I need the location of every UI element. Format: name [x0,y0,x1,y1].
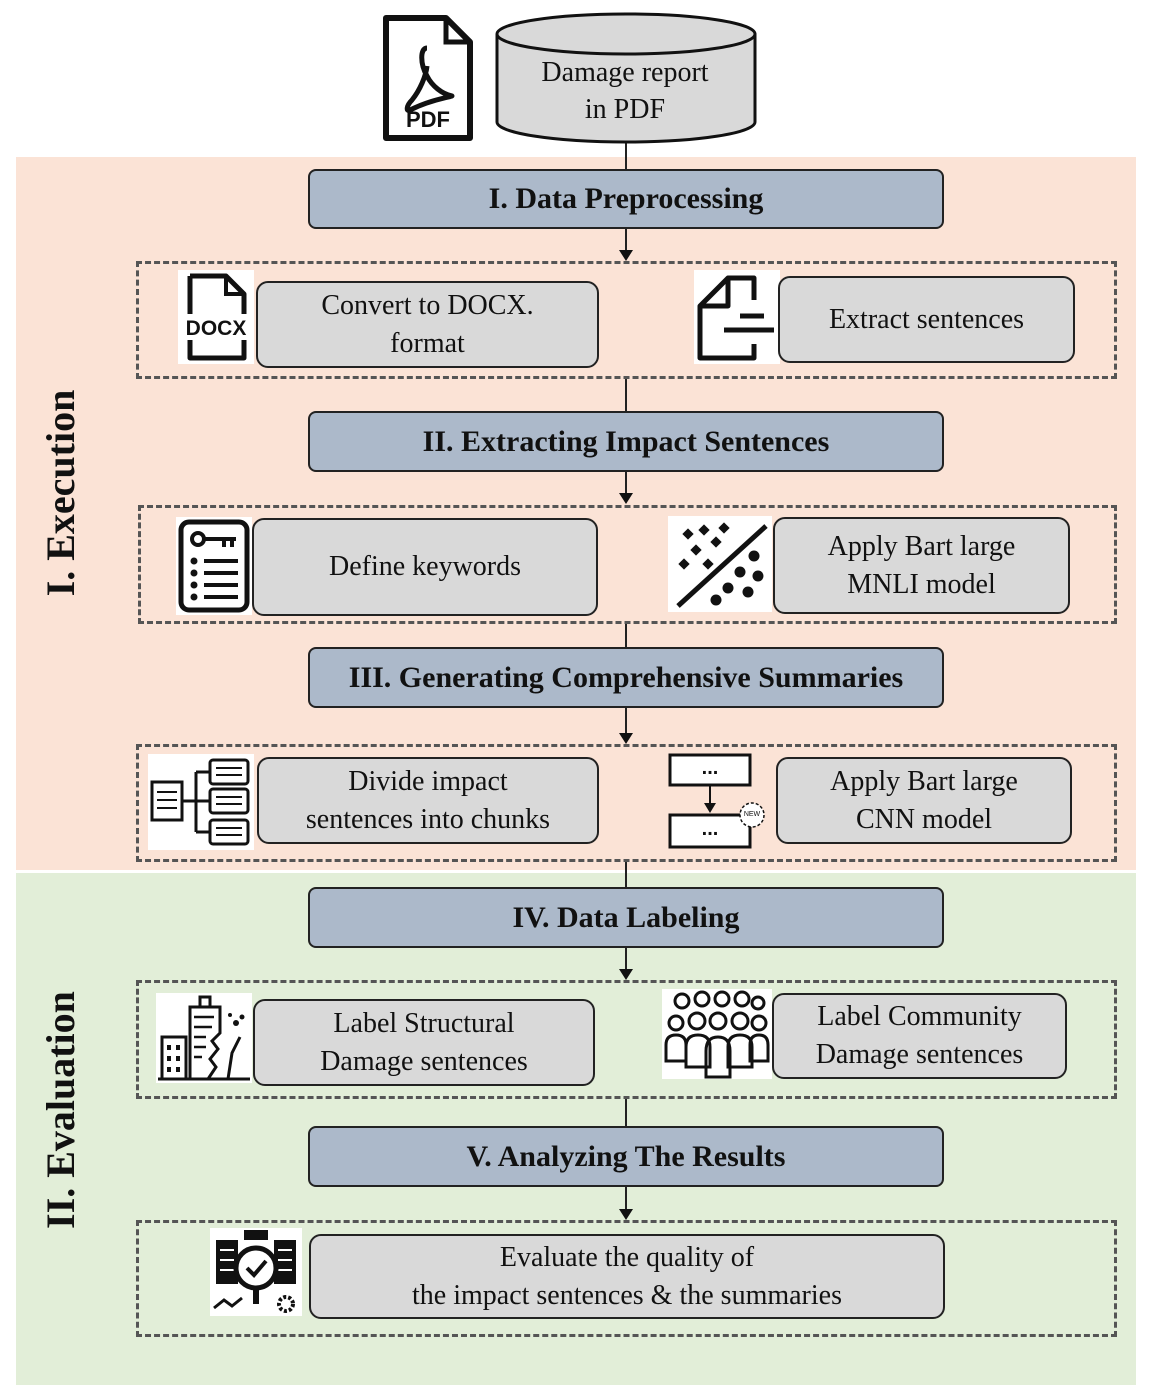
apply-cnn-step: Apply Bart large CNN model [776,757,1072,844]
labeling-group [136,980,1117,1099]
convert-docx-step: Convert to DOCX. format [256,281,599,368]
ellipsis-bottom: ... [701,818,719,840]
arrowhead [619,1209,633,1220]
extraction-group [138,505,1117,624]
database-cylinder-icon [495,12,757,144]
buildings-damage-icon [156,993,252,1083]
docx-icon-text: DOCX [186,317,247,340]
connector-line [625,140,627,170]
arrowhead [619,493,633,504]
stage-data-labeling: IV. Data Labeling [308,887,944,948]
apply-mnli-step: Apply Bart large MNLI model [773,517,1070,614]
arrowhead [619,733,633,744]
connector-line [625,623,627,647]
stage-extracting-impact-sentences: II. Extracting Impact Sentences [308,411,944,472]
analysis-group [136,1220,1117,1337]
key-list-icon [176,517,252,615]
classification-scatter-icon [668,516,772,612]
connector-line [625,707,627,735]
quality-evaluation-icon [210,1228,302,1316]
divide-chunks-step: Divide impact sentences into chunks [257,757,599,844]
hierarchy-chunks-icon [148,754,254,850]
arrowhead [619,250,633,261]
arrowhead [619,969,633,980]
summary-group [136,744,1117,862]
connector-line [625,861,627,887]
docx-file-icon: DOCX [178,270,254,364]
connector-line [625,947,627,971]
define-keywords-step: Define keywords [252,518,598,616]
flow-boxes-icon: ... ... NEW [668,753,776,851]
extract-sentences-step: Extract sentences [778,276,1075,363]
pdf-file-icon: PDF [383,15,473,141]
stage-data-preprocessing: I. Data Preprocessing [308,169,944,229]
connector-line [625,471,627,495]
preprocessing-group [136,261,1117,379]
label-community-step: Label Community Damage sentences [772,993,1067,1079]
evaluate-quality-step: Evaluate the quality of the impact sente… [309,1234,945,1319]
document-lines-icon [694,270,780,364]
connector-line [625,1098,627,1126]
new-badge: NEW [743,811,761,818]
connector-line [625,378,627,412]
source-label: Damage report in PDF [541,57,709,125]
stage-analyzing-results: V. Analyzing The Results [308,1126,944,1187]
ellipsis-top: ... [701,757,719,779]
community-people-icon [662,989,772,1079]
stage-generating-summaries: III. Generating Comprehensive Summaries [308,647,944,708]
label-structural-step: Label Structural Damage sentences [253,999,595,1086]
connector-line [625,1186,627,1212]
pdf-icon-text: PDF [406,107,450,132]
connector-line [625,228,627,252]
